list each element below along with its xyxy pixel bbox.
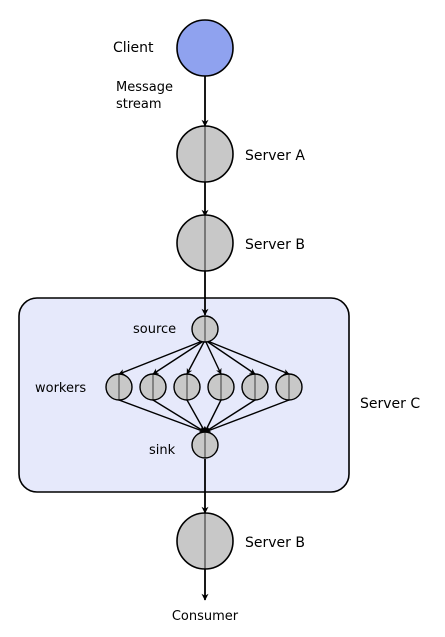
- server-c-label: Server C: [360, 396, 420, 412]
- server-b-bottom-label: Server B: [245, 535, 305, 551]
- arrow-worker-to-sink: [186, 399, 206, 433]
- arrow-source-to-worker: [204, 339, 256, 375]
- client-node: [176, 19, 234, 77]
- consumer-label: Consumer: [172, 609, 239, 624]
- message-stream-label-line2: stream: [116, 97, 162, 112]
- message-stream-label-line1: Message: [116, 80, 173, 95]
- arrow-worker-to-sink: [204, 399, 256, 433]
- arrow-worker-to-sink: [152, 399, 206, 433]
- worker-node: [173, 373, 201, 401]
- worker-node: [139, 373, 167, 401]
- arrow-source-to-worker: [152, 339, 206, 375]
- arrow-worker-to-sink: [118, 399, 206, 433]
- client-label: Client: [113, 40, 154, 56]
- worker-arrows: [118, 339, 290, 433]
- arrow-source-to-worker: [204, 339, 290, 375]
- worker-node: [241, 373, 269, 401]
- source-label: source: [133, 322, 176, 337]
- server-b-bottom-node: [176, 512, 234, 570]
- source-node: [191, 315, 219, 343]
- sink-label: sink: [149, 443, 176, 458]
- sink-node: [191, 431, 219, 459]
- workers-group: [105, 373, 303, 401]
- worker-node: [105, 373, 133, 401]
- worker-node: [207, 373, 235, 401]
- server-b-top-label: Server B: [245, 237, 305, 253]
- workers-label: workers: [35, 381, 86, 396]
- server-a-label: Server A: [245, 148, 305, 164]
- server-b-top-node: [176, 214, 234, 272]
- arrow-worker-to-sink: [204, 399, 290, 433]
- arrow-source-to-worker: [118, 339, 206, 375]
- worker-node: [275, 373, 303, 401]
- arrow-source-to-worker: [186, 339, 206, 375]
- arrow-source-to-worker: [204, 339, 222, 375]
- server-a-node: [176, 125, 234, 183]
